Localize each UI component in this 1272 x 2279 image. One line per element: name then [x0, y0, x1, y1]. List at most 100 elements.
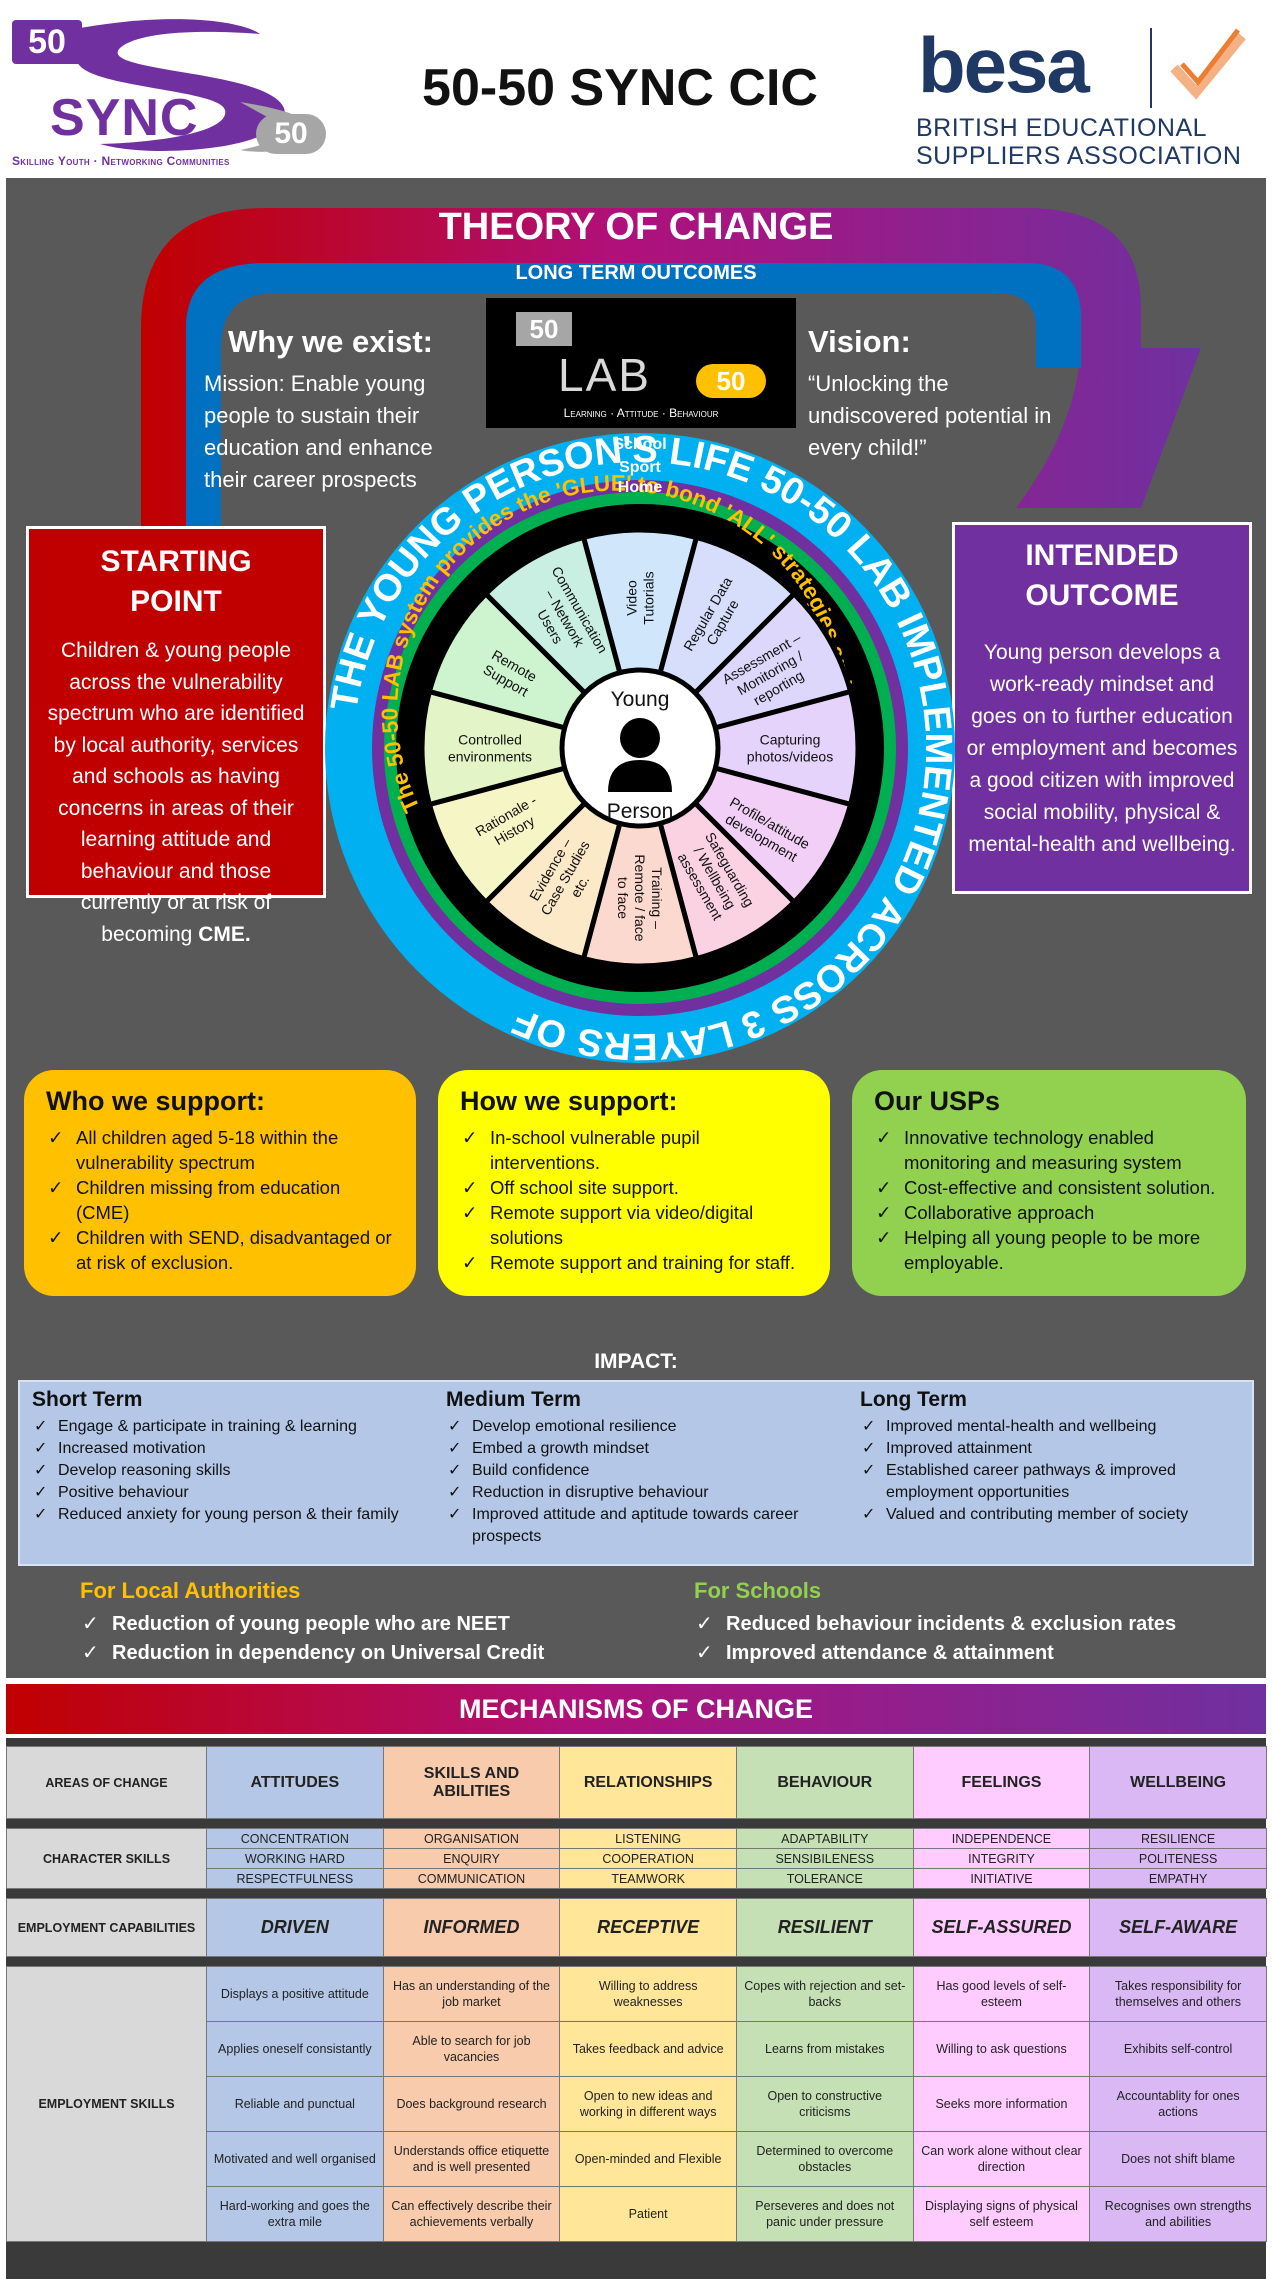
- employment-skill: Willing to address weaknesses: [559, 1966, 737, 2022]
- impact-short-term-title: Short Term: [32, 1388, 143, 1411]
- wheel-segment: [419, 688, 650, 808]
- employment-skill: Open to new ideas and working in differe…: [559, 2076, 737, 2132]
- wheel-center-bottom: Person: [607, 800, 674, 823]
- row-label-capabilities: EMPLOYMENT CAPABILITIES: [6, 1898, 207, 1957]
- lab-logo-50-right: 50: [696, 364, 766, 398]
- row-label-skills: EMPLOYMENT SKILLS: [6, 1966, 207, 2242]
- lab-logo: 50 LAB 50 Learning · Attitude · Behaviou…: [486, 298, 796, 428]
- character-skill: ADAPTABILITY: [735, 1828, 914, 1849]
- employment-skill: Open to constructive criticisms: [735, 2076, 914, 2132]
- starting-point-text-body: Children & young people across the vulne…: [47, 639, 305, 946]
- employment-skill: Hard-working and goes the extra mile: [206, 2186, 384, 2242]
- besa-logo: besa BRITISH EDUCATIONAL SUPPLIERS ASSOC…: [910, 14, 1260, 174]
- page-title: 50-50 SYNC CIC: [422, 59, 818, 117]
- impact-short-term: Short Term Engage & participate in train…: [32, 1388, 432, 1526]
- employment-skill: Copes with rejection and set-backs: [735, 1966, 914, 2022]
- list-item: Remote support and training for staff.: [460, 1250, 808, 1275]
- employment-skill: Reliable and punctual: [206, 2076, 384, 2132]
- impact-long-term: Long Term Improved mental-health and wel…: [860, 1388, 1244, 1526]
- impact-medium-term: Medium Term Develop emotional resilience…: [446, 1388, 836, 1548]
- starting-point-title-line-2: POINT: [130, 585, 222, 618]
- row-spacer: [6, 1888, 1267, 1899]
- list-item: Remote support via video/digital solutio…: [460, 1200, 808, 1250]
- employment-capability: SELF-ASSURED: [912, 1898, 1091, 1957]
- list-item: Children with SEND, disadvantaged or at …: [46, 1225, 394, 1275]
- intended-outcome-title-line-2: OUTCOME: [1025, 579, 1179, 612]
- lab-wheel-diagram: THE YOUNG PERSON'S LIFE 50-50 LAB IMPLEM…: [323, 429, 959, 1067]
- list-item: Innovative technology enabled monitoring…: [874, 1125, 1224, 1175]
- character-skill: EMPATHY: [1089, 1868, 1267, 1889]
- sync-logo-50-right: 50: [256, 114, 326, 154]
- employment-capability: RESILIENT: [735, 1898, 914, 1957]
- starting-point-text: Children & young people across the vulne…: [39, 635, 313, 950]
- impact-short-term-list: Engage & participate in training & learn…: [32, 1416, 432, 1526]
- list-item: Develop emotional resilience: [446, 1416, 836, 1438]
- impact-box: Short Term Engage & participate in train…: [18, 1380, 1254, 1566]
- list-item: Reduction in dependency on Universal Cre…: [80, 1639, 660, 1668]
- list-item: Reduced behaviour incidents & exclusion …: [694, 1610, 1254, 1639]
- employment-skill: Has an understanding of the job market: [382, 1966, 561, 2022]
- who-we-support-title: Who we support:: [46, 1086, 265, 1116]
- our-usps-panel: Our USPs Innovative technology enabled m…: [852, 1070, 1246, 1296]
- layer-label-home: Home: [618, 479, 663, 496]
- lab-logo-50-top: 50: [516, 312, 572, 346]
- row-label-character: CHARACTER SKILLS: [6, 1828, 207, 1889]
- intended-outcome-title-line-1: INTENDED: [1025, 539, 1179, 572]
- list-item: Established career pathways & improved e…: [860, 1460, 1244, 1504]
- intended-outcome-box: INTENDED OUTCOME Young person develops a…: [952, 522, 1252, 894]
- employment-skill: Able to search for job vacancies: [382, 2021, 561, 2077]
- list-item: Improved mental-health and wellbeing: [860, 1416, 1244, 1438]
- besa-divider: [1150, 28, 1152, 108]
- list-item: Increased motivation: [32, 1438, 432, 1460]
- sync-logo-wordmark: SYNC: [50, 89, 199, 147]
- list-item: Engage & participate in training & learn…: [32, 1416, 432, 1438]
- besa-tick-icon: [1170, 28, 1246, 100]
- long-term-arrow: [141, 208, 1201, 538]
- wheel-segment-text: Remote / face: [632, 854, 648, 941]
- list-item: Improved attitude and aptitude towards c…: [446, 1504, 836, 1548]
- starting-point-box: STARTING POINT Children & young people a…: [26, 526, 326, 946]
- list-item: Reduction in disruptive behaviour: [446, 1482, 836, 1504]
- employment-skill: Determined to overcome obstacles: [735, 2131, 914, 2187]
- long-term-outcomes-label: LONG TERM OUTCOMES: [515, 262, 757, 284]
- impact-medium-term-title: Medium Term: [446, 1388, 581, 1411]
- list-item: Develop reasoning skills: [32, 1460, 432, 1482]
- impact-long-term-list: Improved mental-health and wellbeing Imp…: [860, 1416, 1244, 1526]
- area-header: WELLBEING: [1089, 1746, 1267, 1819]
- how-we-support-title: How we support:: [460, 1086, 678, 1116]
- character-skill: TOLERANCE: [735, 1868, 914, 1889]
- employment-skill: Learns from mistakes: [735, 2021, 914, 2077]
- employment-skill: Understands office etiquette and is well…: [382, 2131, 561, 2187]
- wheel-segment: [630, 688, 861, 808]
- besa-wordmark: besa: [918, 21, 1090, 109]
- employment-capability: INFORMED: [382, 1898, 561, 1957]
- sync-logo-50-top: 50: [12, 20, 82, 64]
- wheel-segment-text: Tutorials: [641, 571, 657, 624]
- employment-skill: Exhibits self-control: [1089, 2021, 1267, 2077]
- area-header: RELATIONSHIPS: [559, 1746, 737, 1819]
- character-skill: COMMUNICATION: [382, 1868, 561, 1889]
- vision-text: “Unlocking the undiscovered potential in…: [808, 371, 1052, 460]
- character-skill: INDEPENDENCE: [912, 1828, 1091, 1849]
- for-local-authorities-list: Reduction of young people who are NEET R…: [80, 1610, 660, 1668]
- for-schools-title: For Schools: [694, 1578, 822, 1603]
- wheel-segment-text: Video: [624, 580, 640, 616]
- list-item: Valued and contributing member of societ…: [860, 1504, 1244, 1526]
- employment-skill: Has good levels of self-esteem: [912, 1966, 1091, 2022]
- list-item: All children aged 5-18 within the vulner…: [46, 1125, 394, 1175]
- list-item: Off school site support.: [460, 1175, 808, 1200]
- wheel-center-top: Young: [611, 688, 670, 711]
- our-usps-list: Innovative technology enabled monitoring…: [874, 1125, 1224, 1275]
- besa-full-name-line-1: BRITISH EDUCATIONAL: [916, 114, 1208, 142]
- impact-title: IMPACT:: [594, 1350, 678, 1373]
- lab-logo-wordmark: LAB: [558, 349, 651, 401]
- impact-medium-term-list: Develop emotional resilience Embed a gro…: [446, 1416, 836, 1548]
- for-schools: For Schools Reduced behaviour incidents …: [694, 1578, 1254, 1668]
- wheel-segment: [580, 738, 700, 969]
- employment-skill: Perseveres and does not panic under pres…: [735, 2186, 914, 2242]
- intended-outcome-text: Young person develops a work-ready minds…: [966, 641, 1238, 856]
